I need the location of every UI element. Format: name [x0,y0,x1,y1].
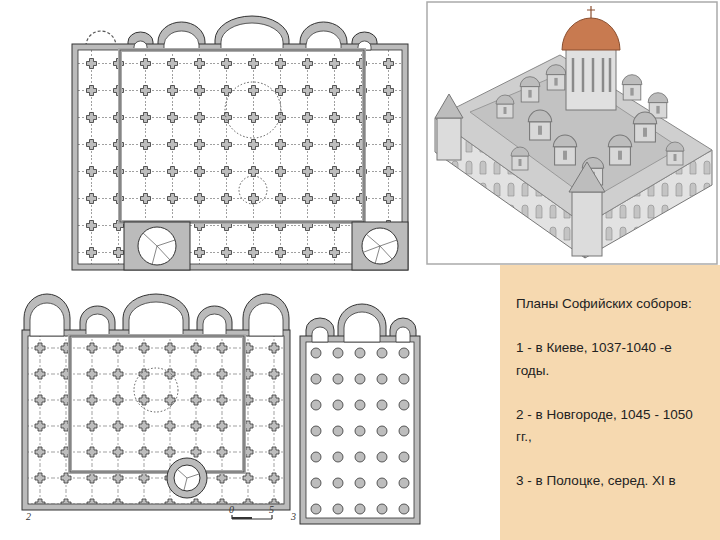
plan-kiev [72,16,408,270]
plan-number: 2 [26,512,31,522]
plan-novgorod [22,294,290,510]
caption-panel: Планы Софийских соборов: 1 - в Киеве, 103… [500,265,720,540]
scale-bar [232,515,272,519]
cathedral-reconstruction [427,2,717,264]
plan-caption: 2 - в Новгороде, 1045 - 1050 гг., [516,404,708,449]
scale-number: 5 [269,505,274,515]
scale-number: 0 [229,505,234,515]
plan-polotsk [300,304,420,524]
plan-caption: 1 - в Киеве, 1037-1040 -е годы. [516,337,708,382]
panel-heading: Планы Софийских соборов: [516,293,708,315]
plan-caption: 3 - в Полоцке, серед. XI в [516,470,708,492]
plan-number: 3 [291,512,296,522]
